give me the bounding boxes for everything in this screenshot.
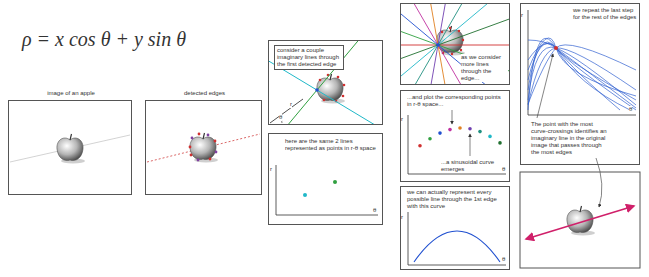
panel-heading: image of an apple <box>9 90 133 97</box>
axis-label: r <box>270 166 272 173</box>
result-image <box>520 172 640 268</box>
axis-label: r <box>401 214 403 221</box>
many-lines-image <box>400 3 510 85</box>
panel: consider a couple imaginary lines throug… <box>268 40 383 125</box>
note-text: The point with the most curve-crossings … <box>531 121 611 156</box>
axis-label: r <box>290 101 292 108</box>
panel: detected edges <box>145 100 262 195</box>
edge-image <box>147 133 260 163</box>
panel: as we consider more lines through the ed… <box>400 3 510 85</box>
panel-heading: detected edges <box>146 90 263 97</box>
line-cyan <box>268 61 375 125</box>
note-text: here are the same 2 lines represented as… <box>285 138 377 152</box>
rtheta-plot <box>276 165 378 215</box>
axis-label: θ <box>279 114 282 121</box>
sinusoid-dots-plot <box>408 110 506 174</box>
panel: image of an apple <box>8 100 132 195</box>
axis-label: θ <box>502 256 505 263</box>
apple <box>57 134 85 164</box>
panel: here are the same 2 lines represented as… <box>268 133 383 225</box>
axis-label: θ <box>373 207 376 214</box>
note-text: we repeat the last step for the rest of … <box>573 7 638 21</box>
apple <box>190 133 218 163</box>
axis-label: θ <box>502 166 505 173</box>
panel: ...and plot the corresponding points in … <box>400 90 510 182</box>
sinusoid-curve-plot <box>408 212 506 265</box>
two-lines-image <box>268 40 375 125</box>
note-text: consider a couple imaginary lines throug… <box>274 45 344 70</box>
dashed-line <box>147 134 260 162</box>
note-text: we can actually represent every possible… <box>407 189 507 210</box>
apple-image <box>10 134 130 164</box>
edge-dots <box>319 74 346 103</box>
first-edge <box>315 88 319 92</box>
formula: ρ = x cos θ + y sin θ <box>22 28 186 50</box>
note-text: ...a sinusoidal curve emerges <box>441 159 499 173</box>
r-segment <box>270 99 303 123</box>
axis-label: r <box>401 116 403 123</box>
note-text: ...and plot the corresponding points in … <box>407 94 507 108</box>
edge-dots <box>189 133 218 162</box>
accumulator-plot <box>528 10 636 207</box>
note-text: as we consider more lines through the ed… <box>461 54 508 82</box>
panel: we repeat the last step for the rest of … <box>520 3 640 165</box>
apple <box>567 206 595 236</box>
axis-label: θ <box>629 106 632 113</box>
panel: we can actually represent every possible… <box>400 186 510 270</box>
edge-dots <box>441 27 464 55</box>
axis-label: r <box>521 12 523 19</box>
